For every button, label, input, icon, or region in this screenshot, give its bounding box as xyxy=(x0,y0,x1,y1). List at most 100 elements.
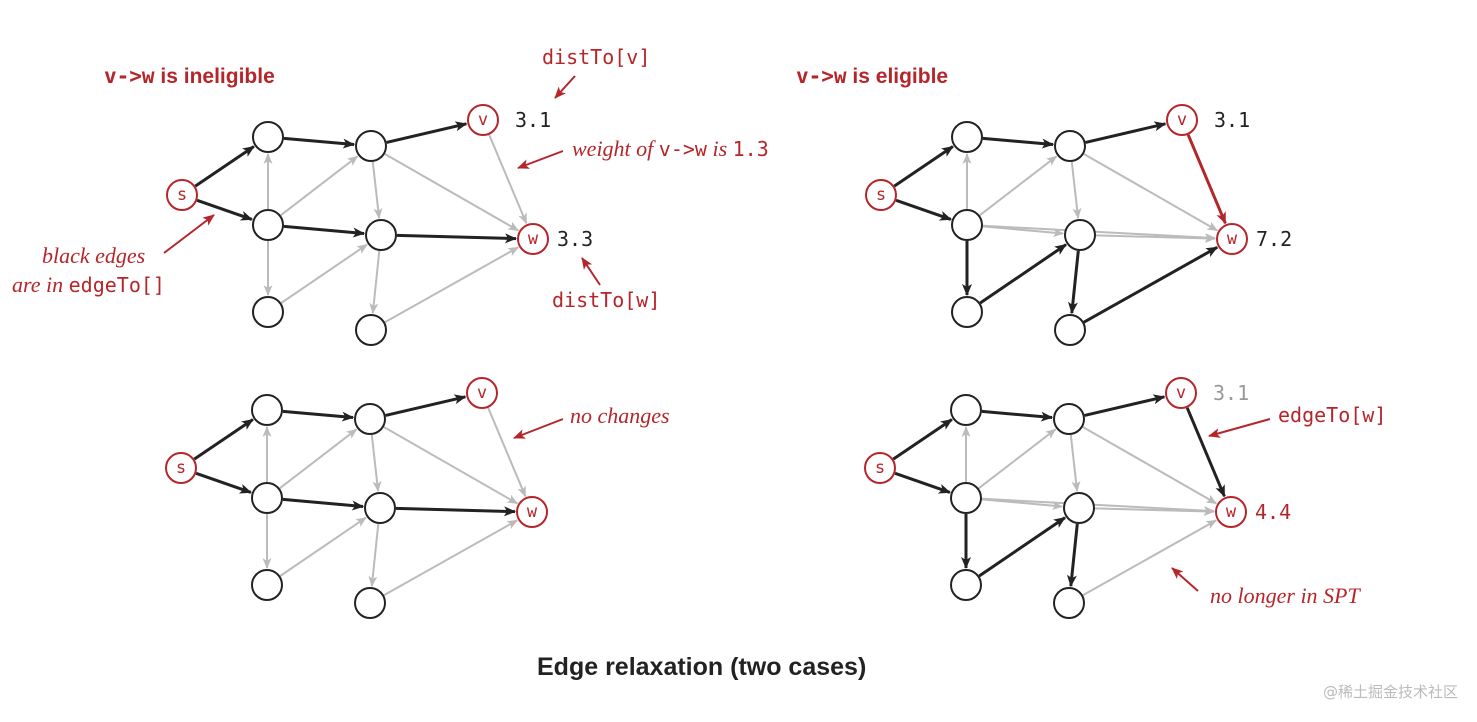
node-vertex-e xyxy=(251,569,283,601)
edge-s-a-tree xyxy=(892,418,953,461)
node-vertex-b xyxy=(951,209,983,241)
annotation-no-changes: no changes xyxy=(570,403,670,428)
node-vertex-b xyxy=(252,209,284,241)
edge-b-c-gray xyxy=(279,428,358,490)
edge-v-w-gray xyxy=(488,134,528,225)
node-vertex-e xyxy=(252,296,284,328)
node-vertex-b xyxy=(251,482,283,514)
node-w: w xyxy=(517,223,549,255)
edge-b-d-tree xyxy=(282,497,365,511)
edge-b-d-tree xyxy=(283,224,366,238)
edge-b-w-gray xyxy=(981,497,1215,516)
edge-d-f-gray xyxy=(369,250,381,314)
node-label-v: v xyxy=(478,110,488,130)
dist-label-w: 3.3 xyxy=(557,227,593,251)
edge-c-v-tree xyxy=(385,394,467,417)
node-vertex-d xyxy=(1063,492,1095,524)
edge-b-d-gray xyxy=(981,498,1063,511)
edge-b-c-gray xyxy=(978,428,1057,490)
node-label-w: w xyxy=(528,229,539,249)
edge-d-f-tree xyxy=(1066,523,1079,588)
node-vertex-d xyxy=(1064,219,1096,251)
edge-s-a-tree xyxy=(193,418,254,461)
edge-e-d-gray xyxy=(280,243,368,304)
edge-s-b-tree xyxy=(895,198,952,221)
edge-b-c-gray xyxy=(979,155,1058,217)
edge-s-a-tree xyxy=(194,145,255,188)
node-vertex-f xyxy=(1054,314,1086,346)
node-v: v xyxy=(1166,104,1198,136)
annotation-distto-w: distTo[w] xyxy=(552,288,660,312)
dist-label-w: 7.2 xyxy=(1256,227,1292,251)
edge-c-v-tree xyxy=(386,121,468,144)
node-vertex-c xyxy=(355,130,387,162)
edge-d-f-tree xyxy=(1067,250,1080,315)
edge-f-w-tree xyxy=(1083,245,1219,324)
node-vertex-e xyxy=(951,296,983,328)
edge-c-w-gray xyxy=(383,426,519,505)
dist-label-v: 3.1 xyxy=(1213,381,1249,405)
annotation-no-longer-in-spt: no longer in SPT xyxy=(1210,583,1361,608)
edge-e-d-gray xyxy=(279,516,367,577)
edge-s-b-tree xyxy=(195,471,252,494)
node-v: v xyxy=(1165,377,1197,409)
annotation-black-edges-line2: are in edgeTo[] xyxy=(12,272,165,297)
edge-a-c-tree xyxy=(282,409,355,422)
annotation-weight: weight of v->w is 1.3 xyxy=(572,136,769,161)
edge-c-d-gray xyxy=(1070,161,1082,219)
edge-a-c-tree xyxy=(982,136,1055,149)
node-vertex-d xyxy=(364,492,396,524)
edge-s-b-tree xyxy=(894,471,951,494)
figure-caption: Edge relaxation (two cases) xyxy=(537,653,866,681)
pointer-distto-w xyxy=(581,257,601,286)
node-w: w xyxy=(1215,496,1247,528)
edge-f-w-gray xyxy=(1082,519,1217,597)
dist-label-v: 3.1 xyxy=(1214,108,1250,132)
graph-panel-ineligible-after: svw xyxy=(165,377,548,619)
edge-c-w-gray xyxy=(1083,153,1219,232)
node-label-s: s xyxy=(177,185,187,205)
node-vertex-f xyxy=(355,314,387,346)
heading-eligible: v->w is eligible xyxy=(796,64,948,88)
pointer-distto-v xyxy=(554,75,576,99)
edge-e-d-tree xyxy=(978,516,1066,578)
node-label-s: s xyxy=(876,185,886,205)
edge-e-d-tree xyxy=(979,243,1067,305)
edge-s-b-tree xyxy=(196,198,253,221)
edge-v-w-gray xyxy=(487,407,527,498)
node-label-v: v xyxy=(477,383,487,403)
edge-c-d-gray xyxy=(1069,434,1081,492)
node-vertex-a xyxy=(950,394,982,426)
node-s: s xyxy=(865,179,897,211)
node-vertex-a xyxy=(251,394,283,426)
node-vertex-e xyxy=(950,569,982,601)
edge-d-w-gray xyxy=(1094,506,1215,516)
edge-b-w-gray xyxy=(982,224,1216,243)
edge-a-c-tree xyxy=(981,409,1054,422)
node-vertex-f xyxy=(354,587,386,619)
edge-d-f-gray xyxy=(368,523,380,587)
node-w: w xyxy=(1216,223,1248,255)
node-v: v xyxy=(466,377,498,409)
annotation-black-edges-line1: black edges xyxy=(42,243,145,268)
edge-b-d-gray xyxy=(982,225,1064,238)
graph-panel-eligible-before: s v w 3.1 7.2 xyxy=(865,104,1292,346)
edge-d-w-tree xyxy=(395,506,516,517)
node-vertex-f xyxy=(1053,587,1085,619)
edge-c-v-tree xyxy=(1085,121,1167,144)
dist-label-w: 4.4 xyxy=(1255,500,1291,524)
node-vertex-c xyxy=(1053,403,1085,435)
pointer-edgeto-w xyxy=(1208,418,1271,438)
edge-c-v-tree xyxy=(1084,394,1166,417)
node-s: s xyxy=(166,179,198,211)
node-vertex-b xyxy=(950,482,982,514)
node-vertex-c xyxy=(1054,130,1086,162)
node-label-w: w xyxy=(1226,502,1237,522)
node-label-w: w xyxy=(527,502,538,522)
node-v: v xyxy=(467,104,499,136)
edge-d-w-tree xyxy=(396,233,517,244)
